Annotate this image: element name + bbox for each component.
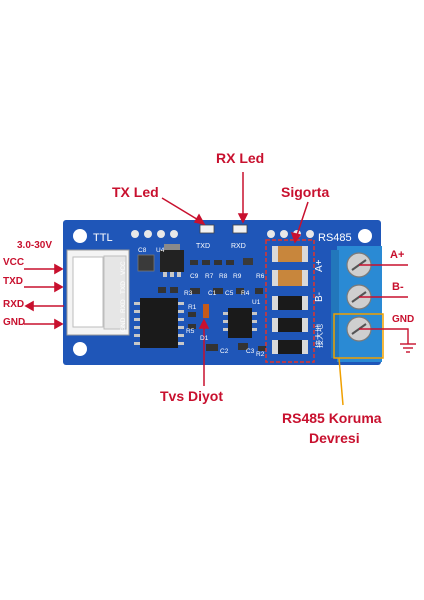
silk-txd: TXD	[196, 243, 210, 250]
silk-header-rxd: RXD	[120, 299, 127, 313]
tx-led-label: TX Led	[112, 184, 159, 200]
mounting-hole	[358, 229, 372, 243]
silk-u1: U1	[252, 299, 261, 306]
right-gnd-label: GND	[392, 314, 415, 325]
rs485-koruma-label: RS485 Koruma	[282, 410, 382, 426]
silk-d1: D1	[200, 335, 209, 342]
silk-r9: R9	[233, 273, 242, 280]
sigorta-label: Sigorta	[281, 184, 330, 200]
mounting-hole	[73, 342, 87, 356]
silk-c1: C1	[208, 290, 217, 297]
silk-c9: C9	[190, 273, 199, 280]
silk-c5: C5	[225, 290, 234, 297]
silk-c8: C8	[138, 247, 147, 254]
chip-u1	[228, 308, 252, 338]
tx-led	[199, 224, 215, 234]
silk-rxd: RXD	[231, 243, 246, 250]
rx-led-label: RX Led	[216, 150, 265, 166]
protection-highlight	[265, 239, 315, 363]
silk-u4: U4	[156, 247, 165, 254]
regulator-u4	[160, 250, 184, 272]
left-pin-arrows	[24, 263, 64, 330]
gnd-terminal-highlight	[333, 313, 384, 359]
transceiver-chip	[140, 298, 178, 348]
annotation-leaders	[161, 172, 309, 386]
silk-terminal-a: A+	[314, 259, 325, 272]
silk-chinese-mark: 接大地	[314, 324, 324, 348]
silk-terminal-b: B-	[314, 292, 325, 302]
silk-r2: R2	[256, 351, 265, 358]
silk-header-gnd: GND	[120, 317, 127, 332]
rxd-label: RXD	[3, 299, 25, 310]
silk-header-txd: TXD	[120, 281, 127, 294]
silk-r8: R8	[219, 273, 228, 280]
silk-c3: C3	[246, 348, 255, 355]
smd-components	[158, 258, 266, 351]
protection-components	[272, 246, 308, 354]
silk-rs485: RS485	[318, 232, 352, 244]
gnd-label: GND	[3, 317, 26, 328]
silk-c2: C2	[220, 348, 229, 355]
mounting-hole	[73, 229, 87, 243]
silk-r5: R5	[186, 328, 195, 335]
right-wires	[359, 264, 416, 353]
rx-led	[232, 224, 248, 234]
a-plus-label: A+	[390, 249, 405, 261]
silk-r4: R4	[241, 290, 250, 297]
silk-ttl: TTL	[93, 232, 113, 244]
silk-r1: R1	[188, 304, 197, 311]
tvs-diyot-label: Tvs Diyot	[160, 388, 224, 404]
txd-label: TXD	[3, 276, 23, 287]
silk-r7: R7	[205, 273, 214, 280]
rs485-koruma-leader	[338, 357, 344, 406]
capacitor-c8	[137, 254, 155, 272]
vcc-label: VCC	[3, 257, 25, 268]
silk-r6: R6	[256, 273, 265, 280]
voltage-label: 3.0-30V	[17, 240, 53, 251]
b-minus-label: B-	[392, 281, 404, 293]
rs485-koruma-label-line2: Devresi	[309, 430, 360, 446]
silk-header-vcc: VCC	[120, 261, 127, 275]
silk-r3: R3	[184, 290, 193, 297]
